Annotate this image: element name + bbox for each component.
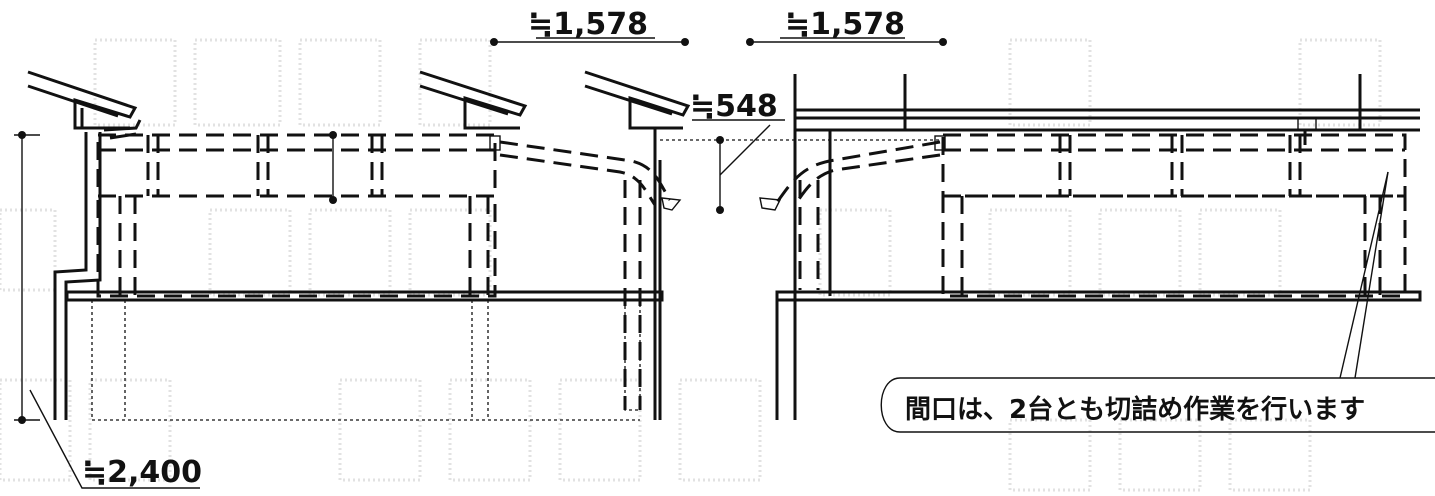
dimension-height: ≒2,400	[14, 131, 202, 490]
dimension-width-right: ≒1,578	[746, 7, 947, 46]
callout: 間口は、2台とも切詰め作業を行います	[880, 171, 1435, 433]
height-label: ≒2,400	[82, 455, 202, 490]
middle-eave-left	[419, 70, 528, 130]
gutter-depth-label: ≒548	[690, 89, 778, 124]
left-carport	[27, 70, 682, 421]
middle-eave-right	[584, 70, 691, 420]
left-eave	[27, 70, 138, 130]
right-carport	[759, 74, 1422, 420]
dimension-width-left: ≒1,578	[490, 7, 689, 46]
callout-text: 間口は、2台とも切詰め作業を行います	[905, 394, 1365, 425]
width-right-label: ≒1,578	[785, 7, 905, 42]
dimension-gutter-depth: ≒548	[660, 89, 940, 214]
width-left-label: ≒1,578	[528, 7, 648, 42]
